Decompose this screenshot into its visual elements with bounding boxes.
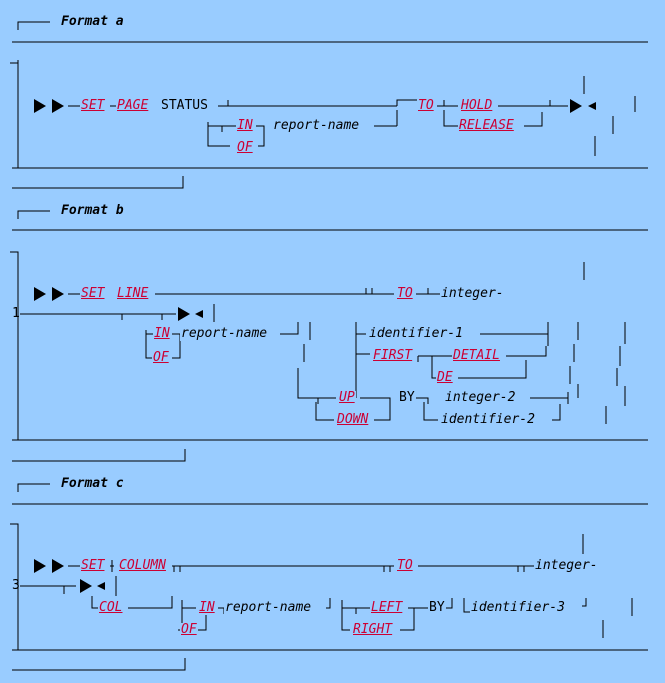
keyword-set: SET [80,286,106,301]
word-by: BY [428,600,446,615]
keyword-of: OF [152,350,170,365]
continuation-mark: 3 [12,578,20,593]
keyword-to: TO [396,286,414,301]
param-integer-2: integer-2 [444,390,517,405]
param-report-name: report-name [180,326,269,341]
keyword-set: SET [80,98,106,113]
keyword-line: LINE [116,286,150,301]
param-integer: integer- [440,286,505,301]
keyword-right: RIGHT [352,622,394,637]
keyword-de: DE [436,370,454,385]
arrow-marks [34,99,596,593]
continuation-mark: 1 [12,306,20,321]
keyword-first: FIRST [372,348,414,363]
keyword-detail: DETAIL [452,348,501,363]
param-identifier-3: identifier-3 [470,600,566,615]
format-c-header: Format c [61,476,124,491]
format-c-lines [10,483,648,671]
keyword-release: RELEASE [458,118,515,133]
format-b-lines [10,210,648,462]
param-integer: integer- [534,558,599,573]
param-report-name: report-name [224,600,313,615]
keyword-up: UP [338,390,356,405]
keyword-down: DOWN [336,412,370,427]
keyword-in: IN [153,326,171,341]
keyword-of: OF [180,622,198,637]
param-identifier-1: identifier-1 [368,326,464,341]
param-identifier-2: identifier-2 [440,412,536,427]
keyword-to: TO [396,558,414,573]
format-a-header: Format a [61,14,124,29]
keyword-in: IN [198,600,216,615]
word-status: STATUS [160,98,209,113]
param-report-name: report-name [272,118,361,133]
format-a-lines [10,21,648,189]
word-by: BY [398,390,416,405]
keyword-of: OF [236,140,254,155]
keyword-col: COL [98,600,124,615]
keyword-to: TO [417,98,435,113]
keyword-set: SET [80,558,106,573]
keyword-left: LEFT [370,600,404,615]
keyword-page: PAGE [116,98,150,113]
keyword-in: IN [236,118,254,133]
keyword-column: COLUMN [118,558,167,573]
keyword-hold: HOLD [460,98,494,113]
format-b-header: Format b [61,203,124,218]
